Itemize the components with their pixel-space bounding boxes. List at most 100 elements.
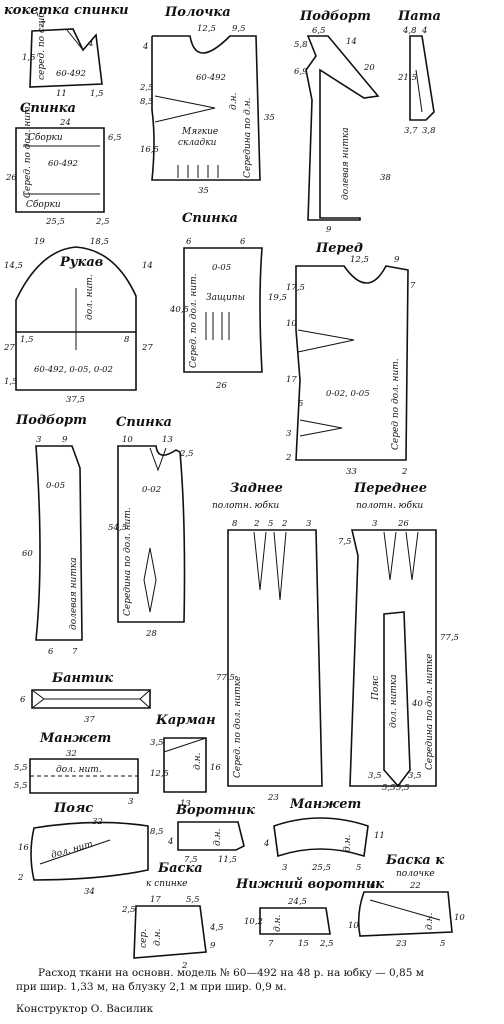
koketka-title: кокетка спинки	[4, 3, 129, 18]
pata-title: Пата	[397, 9, 441, 24]
designer-credit: Конструктор О. Василик	[16, 1003, 154, 1015]
pered-left-a: 17,5	[286, 283, 305, 293]
polochka-note-b: складки	[178, 138, 217, 148]
pata-outline	[409, 35, 435, 121]
rukav-mid: дол. нит.	[85, 274, 95, 320]
pered-outline	[295, 265, 409, 461]
perednee-inner-a: 3,5	[368, 771, 382, 781]
podbort-bottom-vert: долевая нитка	[69, 557, 79, 630]
poyas-right: 8,5	[150, 827, 164, 837]
piece-rukav: 19 18,5 Рукав 14,5 14 дол. нит. 1,5 8 27…	[3, 237, 153, 405]
rukav-top-a: 19	[34, 237, 45, 247]
vorotnik-bottom-a: 7,5	[184, 855, 198, 865]
manzhet-right-right: 11	[374, 831, 385, 841]
polochka-top-b: 9,5	[232, 24, 246, 34]
spinka-left-lower: Сборки	[26, 199, 61, 210]
spinka-left-left: 26	[5, 173, 17, 183]
polochka-vert: Середина по д.н.	[243, 97, 253, 178]
manzhet-top-left-a: 5,5	[14, 763, 28, 773]
manzhet-top-title: Манжет	[39, 731, 111, 746]
podbort-bottom-code: 0-05	[46, 481, 65, 491]
rukav-left-d: 1,5	[4, 377, 18, 387]
piece-perednee-polotnishche: Переднее полотн. юбки 3 26 7,5 Пояс дол.…	[338, 481, 459, 793]
polochka-gn: д.н.	[229, 93, 239, 110]
karman-left-a: 3,5	[150, 738, 164, 748]
nizhniy-vorotnik-outline	[259, 907, 331, 935]
podbort-bottom-top-b: 9	[62, 435, 68, 445]
karman-flap	[163, 737, 207, 753]
pered-title: Перед	[315, 241, 363, 256]
polochka-pleats	[177, 165, 219, 178]
perednee-title-a: Переднее	[353, 481, 427, 496]
baska-polochke-b2: 5	[440, 939, 445, 949]
spinka-right-code: 0-02	[142, 485, 161, 495]
vorotnik-gn: д.н.	[213, 829, 223, 846]
pered-left-d: 5	[298, 399, 303, 409]
koketka-left: 1,5	[22, 53, 36, 63]
perednee-gn: дол. нитка	[389, 674, 399, 728]
baska-spinke-outline	[133, 905, 207, 959]
pered-dart-lower	[299, 419, 343, 437]
baska-spinke-title-b: к спинке	[146, 879, 188, 889]
zadnee-left: 77,5	[216, 673, 235, 683]
spinka-left-title: Спинка	[20, 101, 76, 116]
pered-right-a: 7	[410, 281, 416, 291]
piece-spinka-left: Спинка 24 Сборки 26 60-492 6,5 Серед. по…	[5, 101, 122, 227]
piece-pata: Пата 4,8 4 21,5 3,7 3,8	[397, 9, 441, 136]
koketka-dart-num: 4	[87, 39, 93, 49]
baska-spinke-gn: д.н.	[153, 929, 163, 946]
baska-spinke-bottom: 2	[181, 961, 187, 971]
manzhet-right-bottom-a: 3	[282, 863, 287, 873]
manzhet-top-mid: дол. нит.	[56, 765, 102, 775]
manzhet-top-top: 32	[66, 749, 77, 759]
pata-bottom-a: 3,7	[404, 126, 418, 136]
karman-gn: д.н.	[193, 753, 203, 770]
pered-left-f: 2	[285, 453, 291, 463]
piece-spinka-right: Спинка 10 13 2,5 0-02 54,5 Середина по д…	[108, 415, 194, 639]
footer-line-1: Расход ткани на основн. модель № 60—492 …	[38, 967, 424, 979]
baska-polochke-b1: 23	[395, 939, 407, 949]
rukav-bottom: 37,5	[66, 395, 85, 405]
piece-nizhniy-vorotnik: Нижний воротник 24,5 10,2 д.н. 7 15 2,5	[235, 877, 384, 949]
manzhet-right-bottom-c: 5	[356, 863, 361, 873]
pered-left-c: 17	[286, 375, 297, 385]
spinka-center-code: 0-05	[212, 263, 231, 273]
rukav-right-c: 27	[141, 343, 153, 353]
polochka-bottom: 35	[198, 186, 209, 196]
perednee-top-a: 3	[372, 519, 377, 529]
podbort-top-outline	[305, 35, 380, 221]
baska-spinke-top-b: 5,5	[186, 895, 200, 905]
pered-top-a: 12,5	[350, 255, 369, 265]
manzhet-right-left: 4	[263, 839, 269, 849]
baska-spinke-seg: сер.	[139, 929, 149, 948]
vorotnik-left: 4	[167, 837, 173, 847]
koketka-side: серед. по сгиб	[36, 12, 47, 80]
perednee-darts	[383, 531, 419, 581]
rukav-code: 60-492, 0-05, 0-02	[34, 365, 113, 375]
pered-vert: Серед по дол. нит.	[391, 358, 401, 450]
karman-bottom: 13	[180, 799, 191, 809]
piece-spinka-center: Спинка 6 6 40,5 0-05 Защипы 19,5 Серед. …	[169, 211, 287, 391]
spinka-right-top-c: 2,5	[179, 449, 194, 459]
rukav-title: Рукав	[59, 255, 103, 270]
vorotnik-title: Воротник	[175, 803, 255, 818]
spinka-center-left: 40,5	[169, 305, 189, 315]
zadnee-top-c: 5	[268, 519, 273, 529]
rukav-right-b: 8	[124, 335, 130, 345]
polochka-left-a: 4	[142, 42, 148, 52]
podbort-top-left-b: 6,9	[294, 67, 308, 77]
zadnee-top-d: 2	[281, 519, 287, 529]
zadnee-title-b: полотн. юбки	[212, 500, 279, 511]
poyas-outline	[30, 821, 149, 881]
perednee-right: 77,5	[440, 633, 459, 643]
perednee-outline	[349, 529, 437, 787]
spinka-left-bottom-b: 2,5	[95, 217, 110, 227]
baska-polochke-right: 10	[454, 913, 465, 923]
poyas-bottom: 34	[84, 887, 95, 897]
zadnee-vert: Серед. по дол. нитке	[233, 676, 243, 778]
pered-bottom-a: 33	[346, 467, 357, 477]
polochka-right: 35	[264, 113, 275, 123]
poyas-left-a: 16	[18, 843, 29, 853]
spinka-left-mid: 60-492	[48, 159, 78, 169]
bantik-bottom: 37	[84, 715, 95, 725]
